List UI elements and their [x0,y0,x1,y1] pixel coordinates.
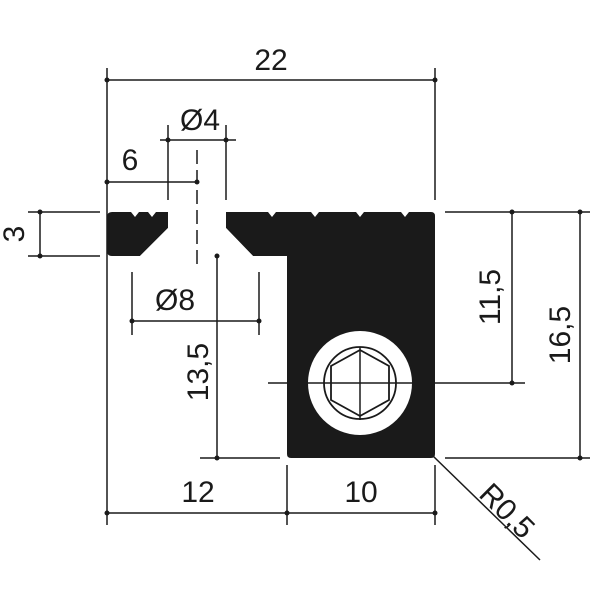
dim-corner-radius: R0,5 [473,477,541,545]
dim-left-width: 12 [181,476,214,509]
dim-inner-height: 13,5 [182,343,215,401]
dim-countersink-diameter: Ø8 [155,284,195,317]
dim-screw-height: 11,5 [474,269,507,325]
dim-hole-diameter: Ø4 [180,104,220,137]
screw-centerlines [196,150,445,420]
dim-overall-width: 22 [254,44,287,77]
dim-body-width: 10 [344,476,377,509]
top-notches [131,212,409,217]
dim-flange-thickness: 3 [0,226,31,243]
dim-hole-offset: 6 [122,144,139,177]
dimension-end-dots [37,77,583,516]
dim-overall-height: 16,5 [544,306,577,364]
